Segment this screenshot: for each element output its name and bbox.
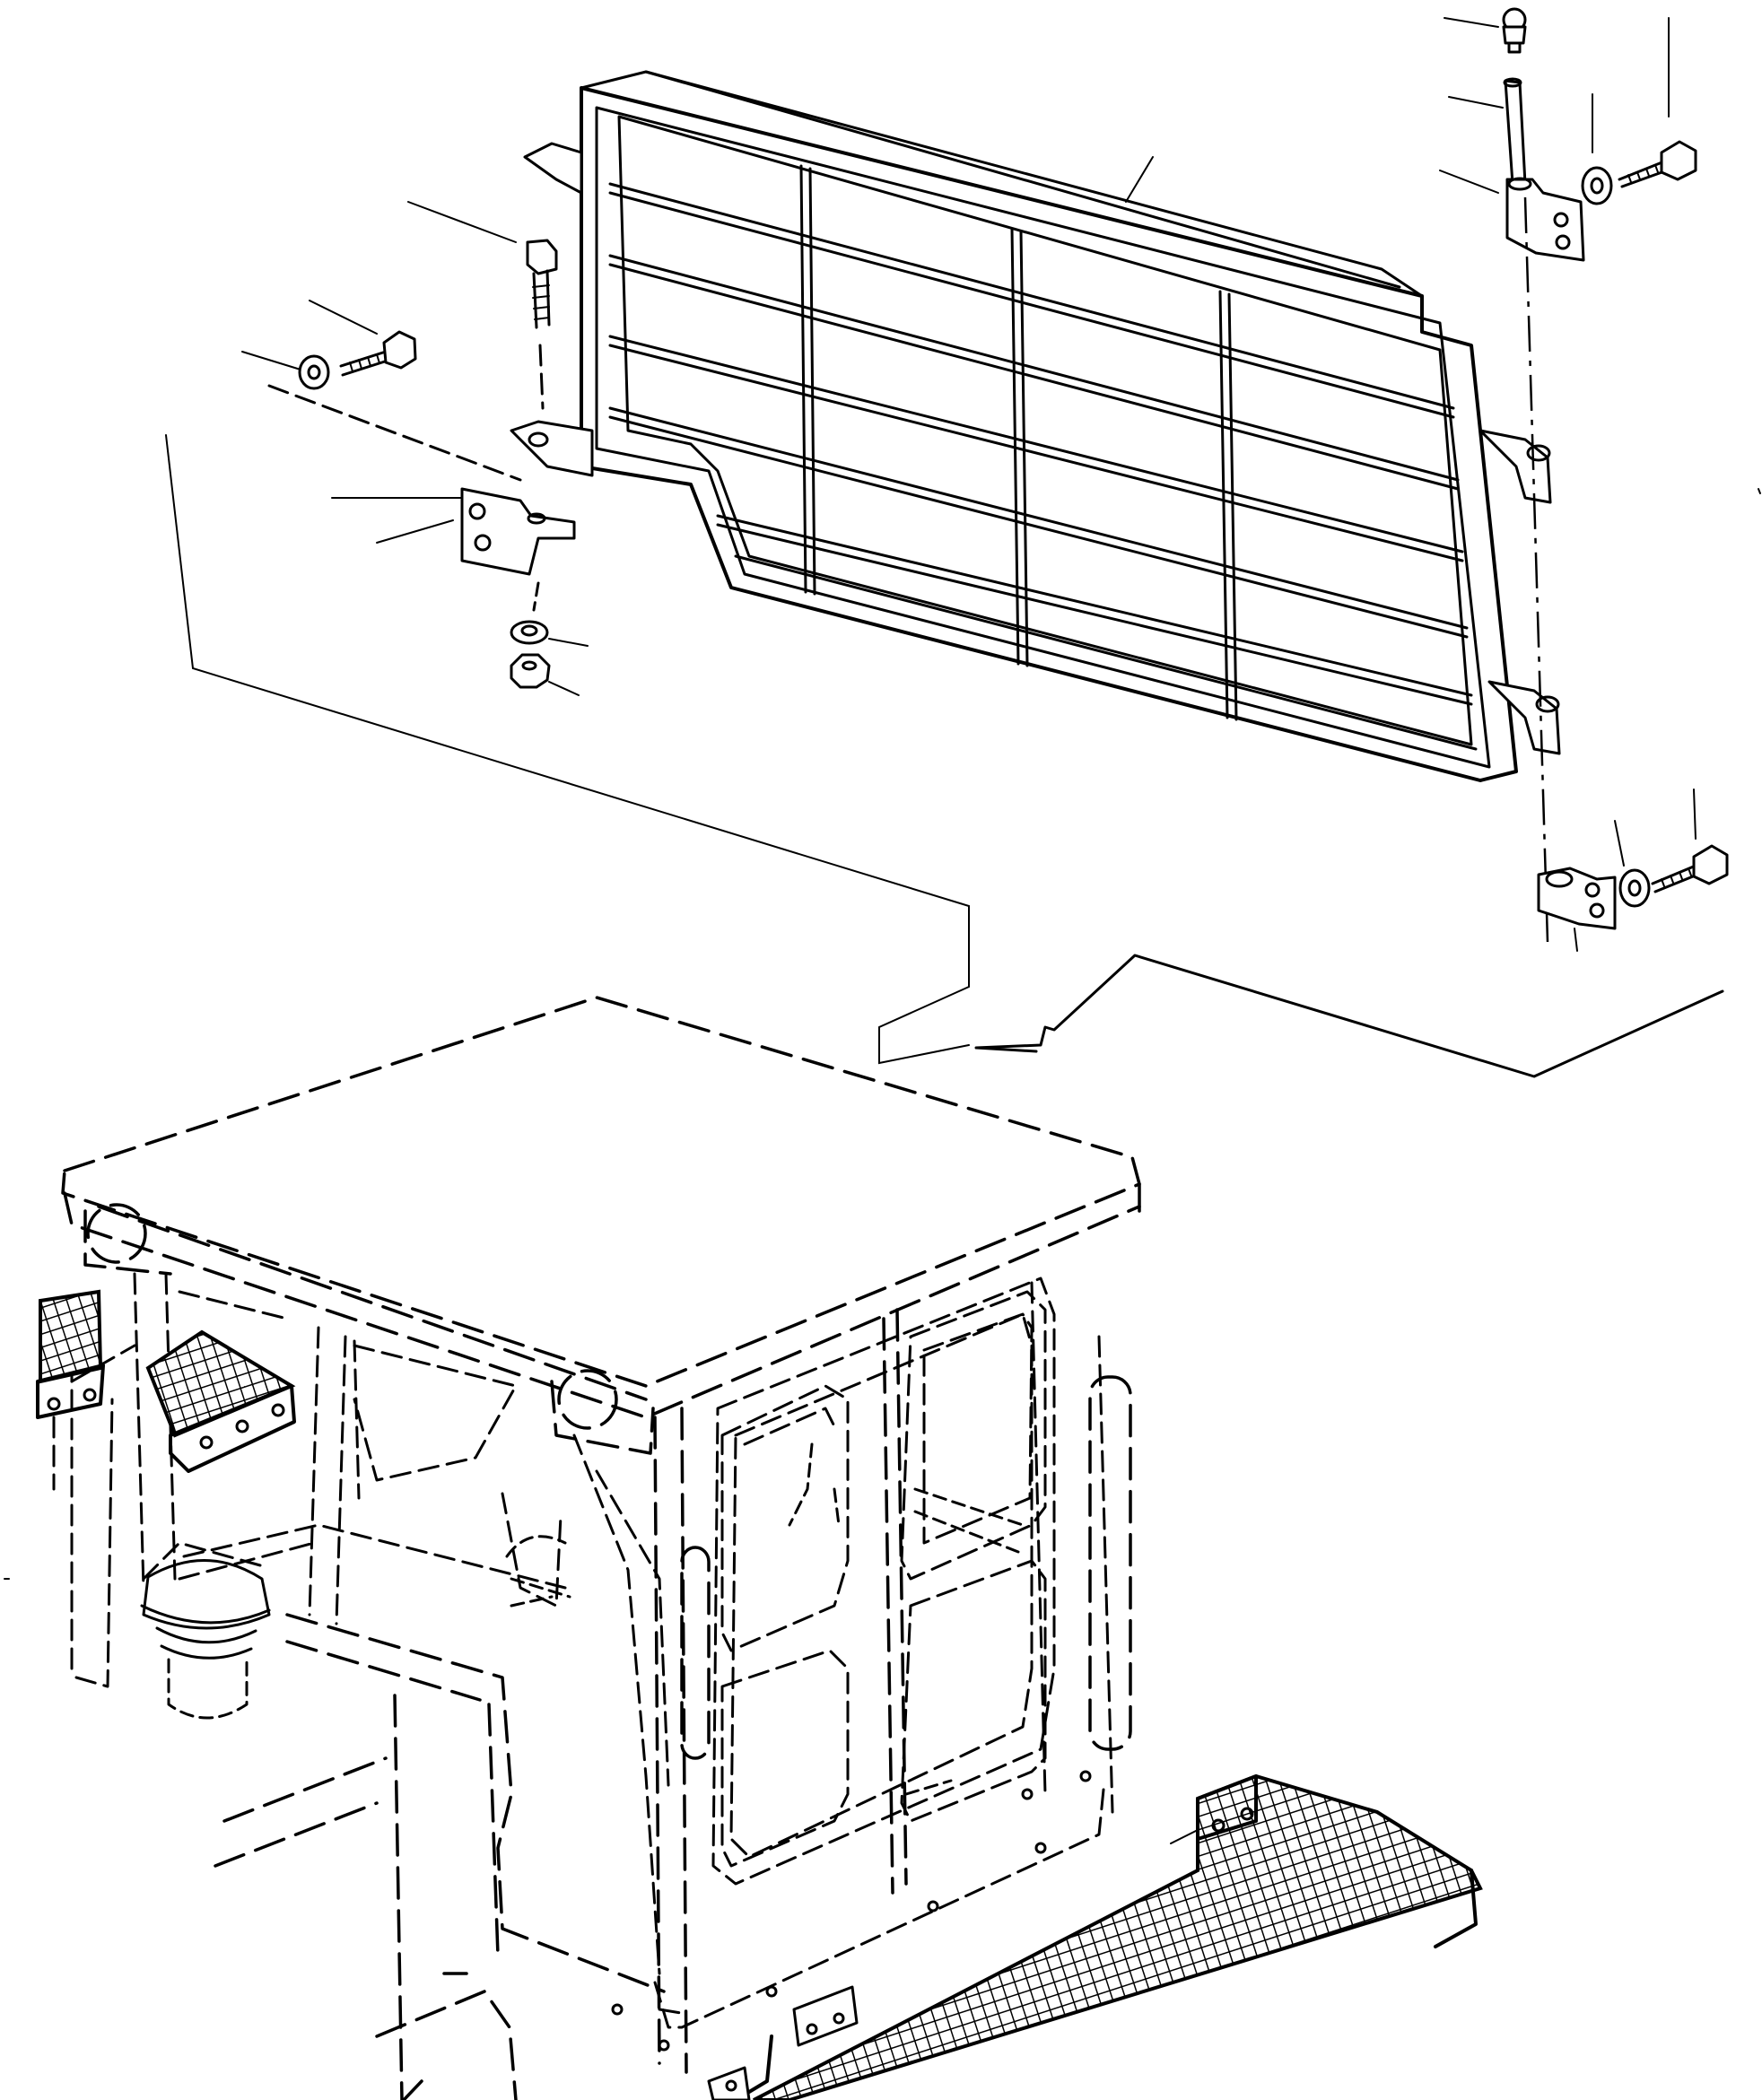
grease-fitting — [1444, 7, 1527, 54]
washer-bottom — [1614, 820, 1651, 908]
step-grating-main — [707, 1773, 1483, 2100]
bolt-vertical-left — [407, 201, 558, 410]
bolt-horizontal-left — [309, 300, 417, 377]
washer-lower — [510, 620, 589, 647]
axis-line-left — [267, 384, 522, 482]
hinge-axis-line-top — [1523, 196, 1549, 943]
leader-long-left — [165, 434, 970, 1065]
washer-top — [1581, 93, 1613, 205]
hinge-pin — [1448, 77, 1527, 186]
assembly-arrow — [974, 954, 1724, 1078]
guard-grille — [510, 70, 1561, 782]
step-grating-left — [36, 1289, 136, 1491]
mounting-bracket — [331, 487, 576, 612]
nut-lower — [510, 653, 580, 696]
bolt-top — [1618, 17, 1697, 188]
cab-outline — [4, 488, 1761, 2100]
step-grating-upper — [145, 1329, 296, 1473]
hinge-bracket-top — [1439, 170, 1585, 262]
washer-left — [241, 351, 330, 390]
hinge-bracket-bottom — [1537, 867, 1617, 952]
bolt-bottom — [1651, 789, 1729, 893]
